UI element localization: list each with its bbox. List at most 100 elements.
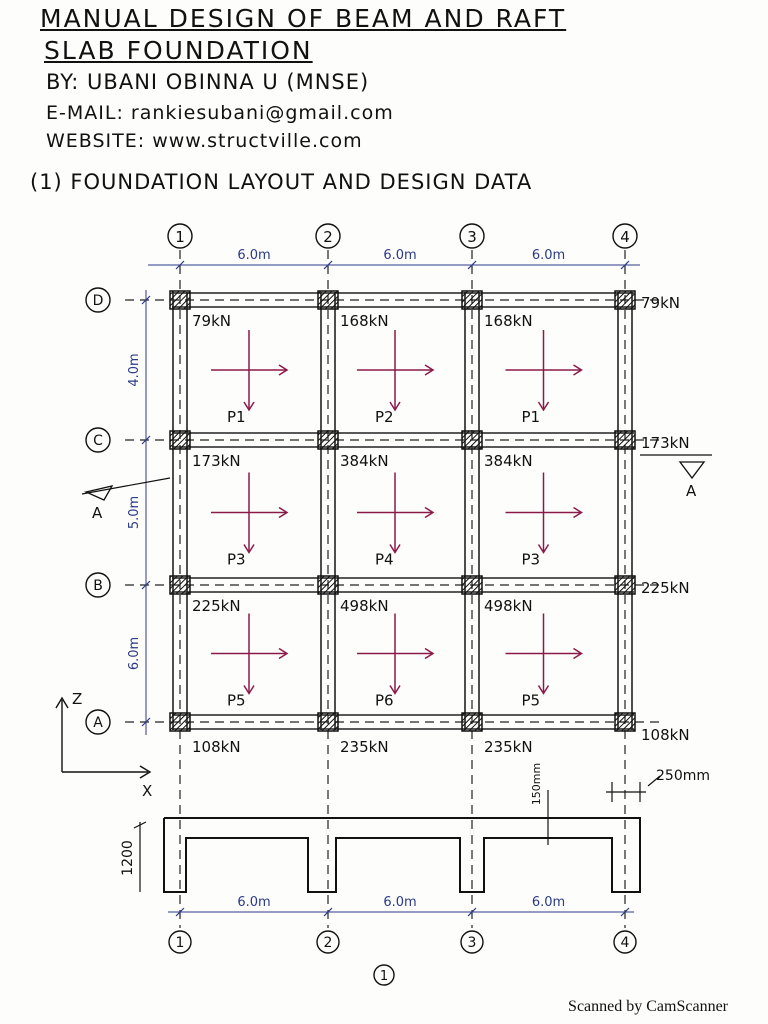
column-block <box>169 712 191 732</box>
arrow-head <box>278 506 289 519</box>
column-spacing-label: 6.0m <box>532 895 565 910</box>
column-bubble-label: 4 <box>620 228 630 246</box>
panel-arrow <box>505 472 583 554</box>
section-mark-triangle <box>678 461 706 480</box>
arrow-head <box>389 401 401 412</box>
panel-label: P6 <box>375 692 394 710</box>
column-load-label: 108kN <box>192 738 241 756</box>
dimension-tick <box>175 260 185 270</box>
panel-label: P4 <box>375 551 394 569</box>
column-block <box>614 430 636 450</box>
section-mark-triangle <box>83 485 114 501</box>
panel-label: P3 <box>227 551 246 569</box>
leader-line <box>647 775 661 787</box>
column-bubble-label: 3 <box>467 228 477 246</box>
arrow-head <box>243 544 255 554</box>
arrow-head <box>278 647 289 660</box>
panel-arrow <box>211 613 289 695</box>
column-load-label: 235kN <box>484 738 533 756</box>
column-bubble-label: 4 <box>621 935 630 951</box>
column-bubble <box>168 930 192 954</box>
column-bubble <box>612 223 638 249</box>
x-axis-label: X <box>142 782 152 800</box>
arrow-head <box>424 506 435 519</box>
column-load-label: 79kN <box>641 294 680 312</box>
row-bubble-label: C <box>93 433 103 449</box>
dimension-tick <box>141 580 151 590</box>
dimension-tick <box>133 821 147 829</box>
row-bubble <box>85 427 111 453</box>
column-block <box>461 430 483 450</box>
panel-arrow <box>505 613 583 695</box>
column-block <box>461 575 483 595</box>
arrow-head <box>537 401 550 412</box>
dimension-tick <box>620 260 630 270</box>
arrow-head <box>243 401 255 412</box>
row-bubble <box>85 287 111 313</box>
arrow-head <box>55 696 69 709</box>
row-spacing-label: 5.0m <box>127 496 142 529</box>
section-mark-label: A <box>92 504 103 522</box>
column-block <box>169 575 191 595</box>
arrow-head <box>573 647 583 660</box>
panel-label: P5 <box>522 692 541 710</box>
column-load-label: 384kN <box>340 452 389 470</box>
row-bubble-label: D <box>93 293 104 309</box>
column-block <box>614 290 636 310</box>
column-bubble <box>613 930 637 954</box>
beam-width-label: 250mm <box>656 768 710 784</box>
column-load-label: 168kN <box>340 312 389 330</box>
column-bubble-label: 1 <box>175 228 185 246</box>
column-block <box>317 575 339 595</box>
title-line-1: MANUAL DESIGN OF BEAM AND RAFT <box>40 4 567 33</box>
row-spacing-label: 4.0m <box>127 353 142 386</box>
arrow-head <box>537 544 550 554</box>
section-bubble <box>373 964 395 986</box>
column-load-label: 384kN <box>484 452 533 470</box>
column-load-label: 79kN <box>192 312 231 330</box>
column-block <box>169 290 191 310</box>
panel-arrow <box>211 472 289 554</box>
row-spacing-label: 6.0m <box>127 637 142 670</box>
column-block <box>317 290 339 310</box>
column-load-label: 498kN <box>340 597 389 615</box>
row-bubble <box>85 572 111 598</box>
section-bubble-label: 1 <box>380 969 388 984</box>
column-load-label: 173kN <box>641 434 690 452</box>
arrow-head <box>243 685 255 695</box>
dimension-tick <box>323 260 333 270</box>
foundation-plan: 1 2 3 4D C B A 6.0m 6.0m 6.0m 4.0m 5.0m 6.0m 79kN 168k… <box>55 223 712 928</box>
panel-label: P2 <box>375 408 394 426</box>
column-bubble <box>316 930 340 954</box>
column-bubble-label: 2 <box>323 228 333 246</box>
arrow-head <box>537 685 550 695</box>
section-heading: (1) FOUNDATION LAYOUT AND DESIGN DATA <box>30 170 533 194</box>
arrow-head <box>389 685 401 695</box>
column-block <box>614 712 636 732</box>
dimension-tick <box>467 260 477 270</box>
email-line: E-MAIL: rankiesubani@gmail.com <box>46 102 394 124</box>
row-bubble-label: B <box>93 578 103 594</box>
column-block <box>614 575 636 595</box>
website-line: WEBSITE: www.structville.com <box>46 130 363 152</box>
arrow-head <box>424 364 435 376</box>
arrow-head <box>389 544 401 554</box>
column-spacing-label: 6.0m <box>383 895 416 910</box>
column-spacing-label: 6.0m <box>237 248 270 263</box>
column-block <box>169 430 191 450</box>
column-block <box>461 712 483 732</box>
section-cut-line <box>81 477 171 495</box>
panel-label: P1 <box>227 408 246 426</box>
slab-thickness-label: 150mm <box>530 763 543 805</box>
column-load-label: 173kN <box>192 452 241 470</box>
panel-arrow <box>505 330 583 412</box>
column-bubble <box>459 223 485 249</box>
column-block <box>461 290 483 310</box>
panel-arrow <box>211 330 289 412</box>
arrow-head <box>278 364 289 376</box>
panel-label: P1 <box>522 408 541 426</box>
section-mark-label: A <box>686 482 697 500</box>
dimension-tick <box>141 435 151 445</box>
